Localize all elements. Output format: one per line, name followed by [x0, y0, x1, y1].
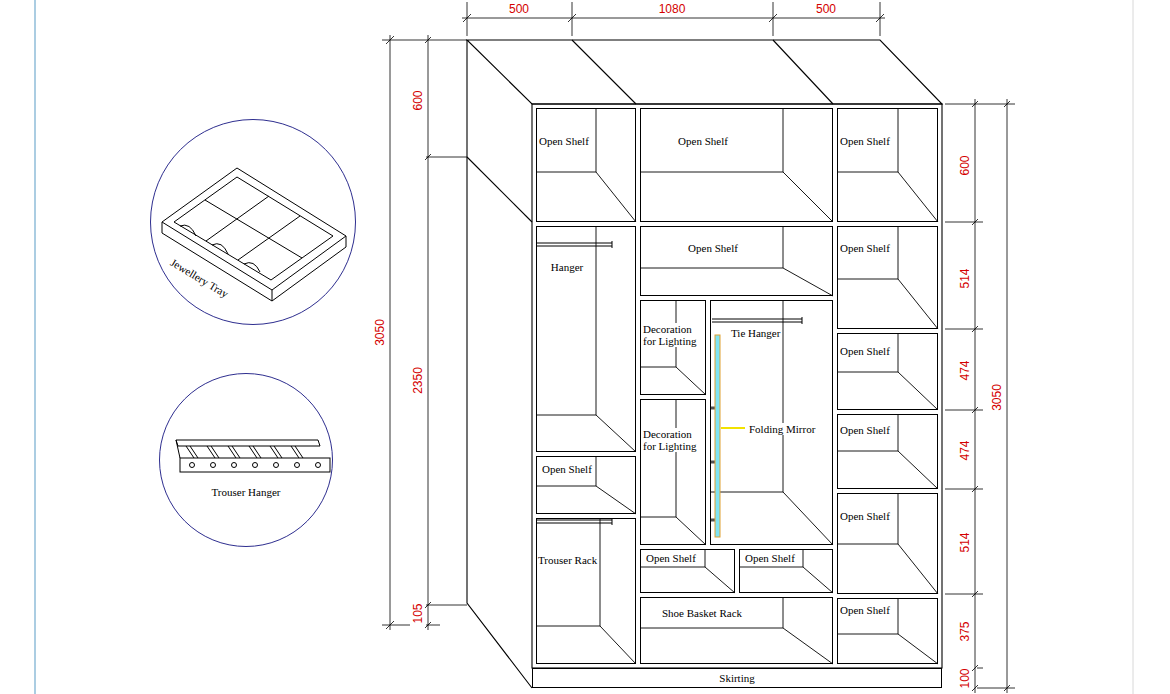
node-text: Folding Mirror	[748, 423, 816, 435]
node-text: Open Shelf	[839, 345, 891, 357]
dimension-label: 474	[959, 359, 972, 381]
shelf-compartment: Open Shelf	[837, 226, 938, 329]
skirting-band: Skirting	[532, 668, 942, 688]
node-text: Open Shelf	[839, 135, 891, 147]
shelf-compartment: Open Shelf	[837, 598, 938, 664]
node-text: Skirting	[718, 672, 755, 684]
lighting-compartment: Decoration for Lighting	[640, 399, 706, 545]
trouser-hanger-figure	[176, 440, 330, 472]
node-text: Open Shelf	[538, 135, 590, 147]
node-text: Open Shelf	[839, 424, 891, 436]
node-text: Jewellery Tray	[168, 256, 232, 301]
lighting-compartment: Decoration for Lighting	[640, 300, 706, 395]
tie-mirror-compartment: Tie HangerFolding Mirror	[710, 300, 833, 545]
dimension-label: 600	[412, 89, 425, 111]
detail-circle: Jewellery Tray	[150, 119, 356, 325]
node-text: Hanger	[550, 261, 584, 273]
shelf-perspective	[536, 108, 938, 664]
node-text: Open Shelf	[839, 242, 891, 254]
dimension-label: 1080	[658, 3, 687, 16]
shelf-compartment: Open Shelf	[536, 108, 636, 222]
node-text: Tie Hanger	[730, 327, 781, 339]
dimension-label: 600	[959, 154, 972, 176]
node-text: Decoration for Lighting	[642, 323, 704, 347]
dimension-label: 3050	[373, 318, 386, 347]
shelf-compartment: Open Shelf	[640, 108, 833, 222]
node-text: Open Shelf	[744, 552, 796, 564]
dimension-label: 3050	[990, 383, 1003, 412]
node-text: Open Shelf	[839, 510, 891, 522]
node-text: Shoe Basket Rack	[661, 607, 743, 619]
hanging-rods	[537, 241, 802, 525]
shelf-compartment: Open Shelf	[837, 414, 938, 489]
shelf-compartment: Open Shelf	[837, 493, 938, 594]
node-text: Open Shelf	[839, 604, 891, 616]
dimension-label: 375	[959, 620, 972, 642]
shelf-compartment: Open Shelf	[640, 549, 735, 593]
hanger-compartment: Hanger	[536, 226, 636, 452]
shelf-compartment: Open Shelf	[739, 549, 833, 593]
jewellery-tray-figure	[162, 168, 346, 301]
page-border	[34, 0, 36, 694]
node-text: Open Shelf	[541, 463, 593, 475]
leader-line	[721, 427, 745, 429]
shelf-compartment: Open Shelf	[640, 226, 833, 296]
shoe-compartment: Shoe Basket Rack	[640, 597, 833, 664]
dimension-label: 514	[959, 531, 972, 553]
node-text: Decoration for Lighting	[642, 428, 704, 452]
dimension-label: 100	[959, 667, 972, 689]
dimension-label: 105	[412, 602, 425, 624]
page-border	[1133, 0, 1134, 694]
dimension-label: 474	[959, 439, 972, 461]
dimension-label: 2350	[411, 366, 424, 395]
dimension-label: 500	[815, 3, 837, 16]
shelf-compartment: Open Shelf	[837, 333, 938, 410]
node-text: Open Shelf	[687, 242, 739, 254]
trouser-compartment: Trouser Rack	[536, 518, 636, 664]
dimension-lines	[382, 2, 1015, 693]
node-text: Trouser Rack	[537, 554, 598, 566]
dimension-label: 500	[508, 3, 530, 16]
node-text: Open Shelf	[645, 552, 697, 564]
detail-circle: Trouser Hanger	[159, 373, 333, 547]
shelf-compartment: Open Shelf	[536, 456, 636, 514]
wardrobe-carcass	[467, 40, 942, 688]
node-text: Open Shelf	[677, 135, 729, 147]
folding-mirror	[715, 335, 720, 537]
dimension-label: 514	[959, 267, 972, 289]
node-text: Trouser Hanger	[211, 486, 282, 498]
shelf-compartment: Open Shelf	[837, 108, 938, 222]
